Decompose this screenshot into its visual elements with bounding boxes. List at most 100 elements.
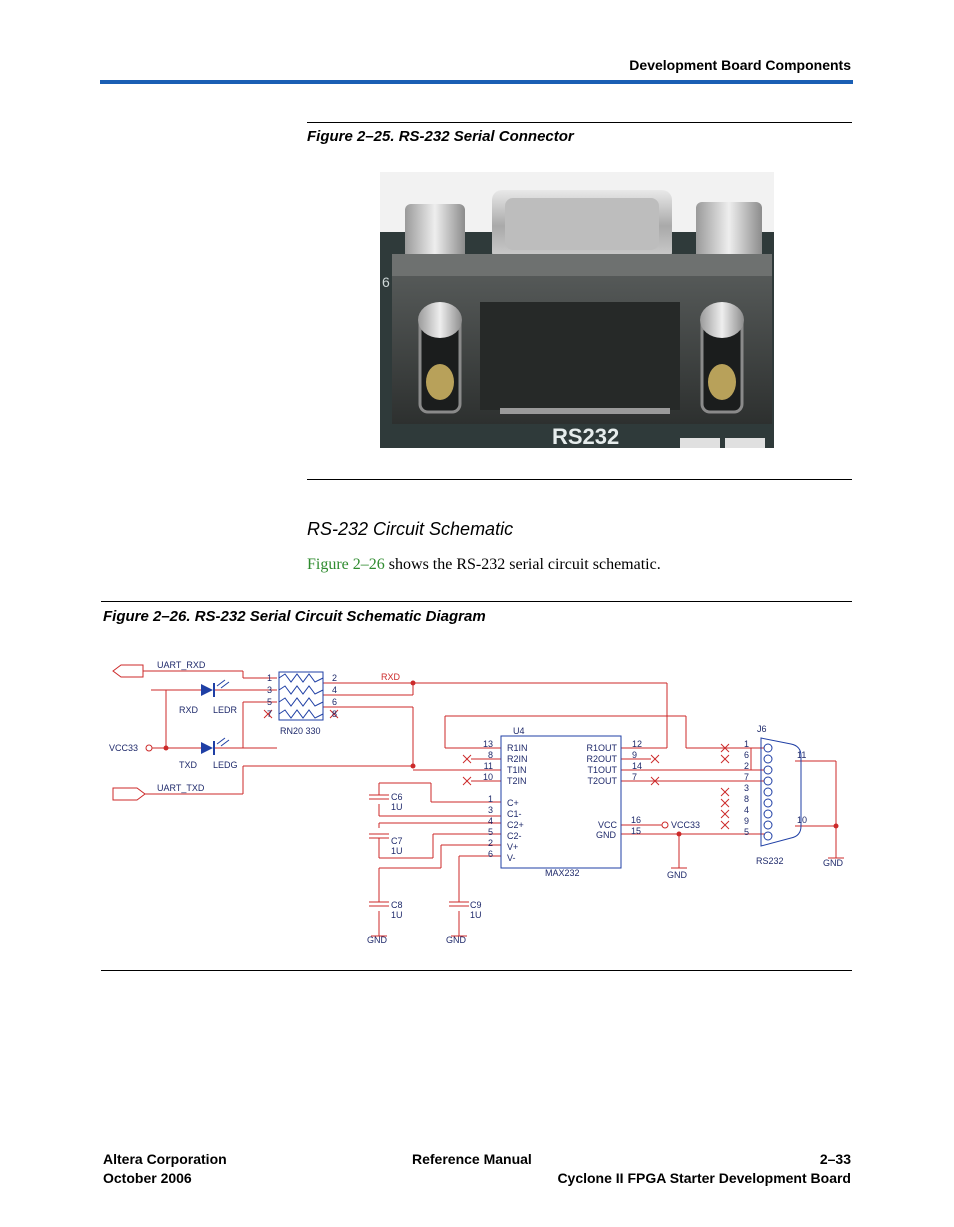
figure1-bottom-rule (307, 479, 852, 480)
led-symbols (201, 679, 230, 755)
j6-label: J6 (757, 724, 767, 734)
edge-digit: 6 (382, 274, 390, 290)
rxd-net-label: RXD (381, 672, 401, 682)
u4-pin-name-r2in: R2IN (507, 754, 528, 764)
u4-pin-10: 10 (483, 772, 493, 782)
footer-company: Altera Corporation (103, 1151, 227, 1167)
figure1-top-rule (307, 122, 852, 123)
c7-value: 1U (391, 846, 403, 856)
rxd-led-label: RXD (179, 705, 199, 715)
u4-pin-11: 11 (484, 761, 493, 771)
u4-pin-2: 2 (488, 838, 493, 848)
footer-page-number: 2–33 (819, 1151, 851, 1167)
c6-label: C6 (391, 792, 403, 802)
c6-value: 1U (391, 802, 403, 812)
footer-date: October 2006 (103, 1170, 192, 1186)
u4-pin-5: 5 (488, 827, 493, 837)
j6-pin-8: 8 (744, 794, 749, 804)
u4-pin-name-c1-: C1- (507, 809, 522, 819)
figure2-bottom-rule (101, 970, 852, 971)
c8-value: 1U (391, 910, 403, 920)
u4-pin-name-t1in: T1IN (507, 765, 527, 775)
rn-right-pin-6: 6 (332, 697, 337, 707)
c7-label: C7 (391, 836, 403, 846)
u4-pin-7: 7 (632, 772, 637, 782)
u4-pin-name-r2out: R2OUT (586, 754, 617, 764)
c8-label: C8 (391, 900, 403, 910)
u4-pin-4: 4 (488, 816, 493, 826)
j6-pin-11: 11 (797, 750, 806, 760)
figure1-caption: Figure 2–25. RS-232 Serial Connector (307, 128, 574, 145)
rn-left-pin-3: 3 (267, 685, 272, 695)
u4-pin-9: 9 (632, 750, 637, 760)
rn-right-pin-8: 8 (332, 709, 337, 719)
u4-pin-name-c2-: C2- (507, 831, 522, 841)
u4-pin-8: 8 (488, 750, 493, 760)
j6-pin-10: 10 (797, 815, 807, 825)
u4-pin-1: 1 (488, 794, 493, 804)
c9-value: 1U (470, 910, 482, 920)
u4-pin-name-c+: C+ (507, 798, 519, 808)
max232-label: MAX232 (545, 868, 580, 878)
j6-pin-5: 5 (744, 827, 749, 837)
schematic-diagram: UART_RXD UART_TXD VCC33 RXD LEDR TXD LED… (109, 660, 844, 945)
section-title: RS-232 Circuit Schematic (307, 519, 514, 539)
rn-left-pin-1: 1 (267, 673, 272, 683)
c9-label: C9 (470, 900, 482, 910)
uart-rxd-label: UART_RXD (157, 660, 206, 670)
u4-pin-name-t1out: T1OUT (587, 765, 617, 775)
gnd-mid-label: GND (667, 870, 688, 880)
gnd-c9-label: GND (446, 935, 467, 945)
j6-pin-9: 9 (744, 816, 749, 826)
no-connect-marks (263, 709, 730, 830)
vcc33-left-label: VCC33 (109, 743, 138, 753)
j6-pin-3: 3 (744, 783, 749, 793)
vcc33-right-label: VCC33 (671, 820, 700, 830)
gnd-right-label: GND (823, 858, 844, 868)
u4-pin-6: 6 (488, 849, 493, 859)
j6-pin-4: 4 (744, 805, 749, 815)
rn-right-pin-4: 4 (332, 685, 337, 695)
u4-pin-3: 3 (488, 805, 493, 815)
footer-doc-type: Reference Manual (412, 1151, 532, 1167)
figure2-top-rule (101, 601, 852, 602)
schematic-wires (112, 664, 844, 937)
u4-pin-name-t2in: T2IN (507, 776, 527, 786)
rs232-connector-photo: 6 RS232 (380, 172, 774, 448)
header-rule (100, 80, 853, 84)
j6-pin-7: 7 (744, 772, 749, 782)
rn20-label: RN20 330 (280, 726, 321, 736)
vcc-pin-label: VCC (598, 820, 618, 830)
u4-pin-name-c2+: C2+ (507, 820, 524, 830)
gnd-pin-label: GND (596, 830, 617, 840)
resistor-network (278, 671, 324, 721)
figure2-caption: Figure 2–26. RS-232 Serial Circuit Schem… (103, 608, 486, 625)
silkscreen-label: RS232 (552, 424, 619, 448)
u4-pin-16: 16 (631, 815, 641, 825)
u4-label: U4 (513, 726, 525, 736)
u4-pin-name-v-: V- (507, 853, 516, 863)
u4-pin-name-t2out: T2OUT (587, 776, 617, 786)
u4-pin-name-v+: V+ (507, 842, 518, 852)
u4-pin-13: 13 (483, 739, 493, 749)
body-paragraph: Figure 2–26 shows the RS-232 serial circ… (307, 556, 661, 574)
j6-connector (760, 737, 802, 847)
rn-left-pin-5: 5 (267, 697, 272, 707)
max232-chip (500, 735, 622, 869)
rn-left-pin-7: 7 (267, 709, 272, 719)
ledg-label: LEDG (213, 760, 238, 770)
running-header: Development Board Components (629, 57, 851, 73)
footer-doc-title: Cyclone II FPGA Starter Development Boar… (557, 1170, 851, 1186)
j6-pin-1: 1 (744, 739, 749, 749)
figure-link[interactable]: Figure 2–26 (307, 556, 385, 573)
body-text-rest: shows the RS-232 serial circuit schemati… (384, 556, 661, 573)
u4-pin-14: 14 (632, 761, 642, 771)
j6-pin-6: 6 (744, 750, 749, 760)
rn-right-pin-2: 2 (332, 673, 337, 683)
u4-pin-15: 15 (631, 826, 641, 836)
ledr-label: LEDR (213, 705, 238, 715)
u4-pin-name-r1out: R1OUT (586, 743, 617, 753)
rs232-label: RS232 (756, 856, 784, 866)
u4-pin-12: 12 (632, 739, 642, 749)
u4-pin-name-r1in: R1IN (507, 743, 528, 753)
